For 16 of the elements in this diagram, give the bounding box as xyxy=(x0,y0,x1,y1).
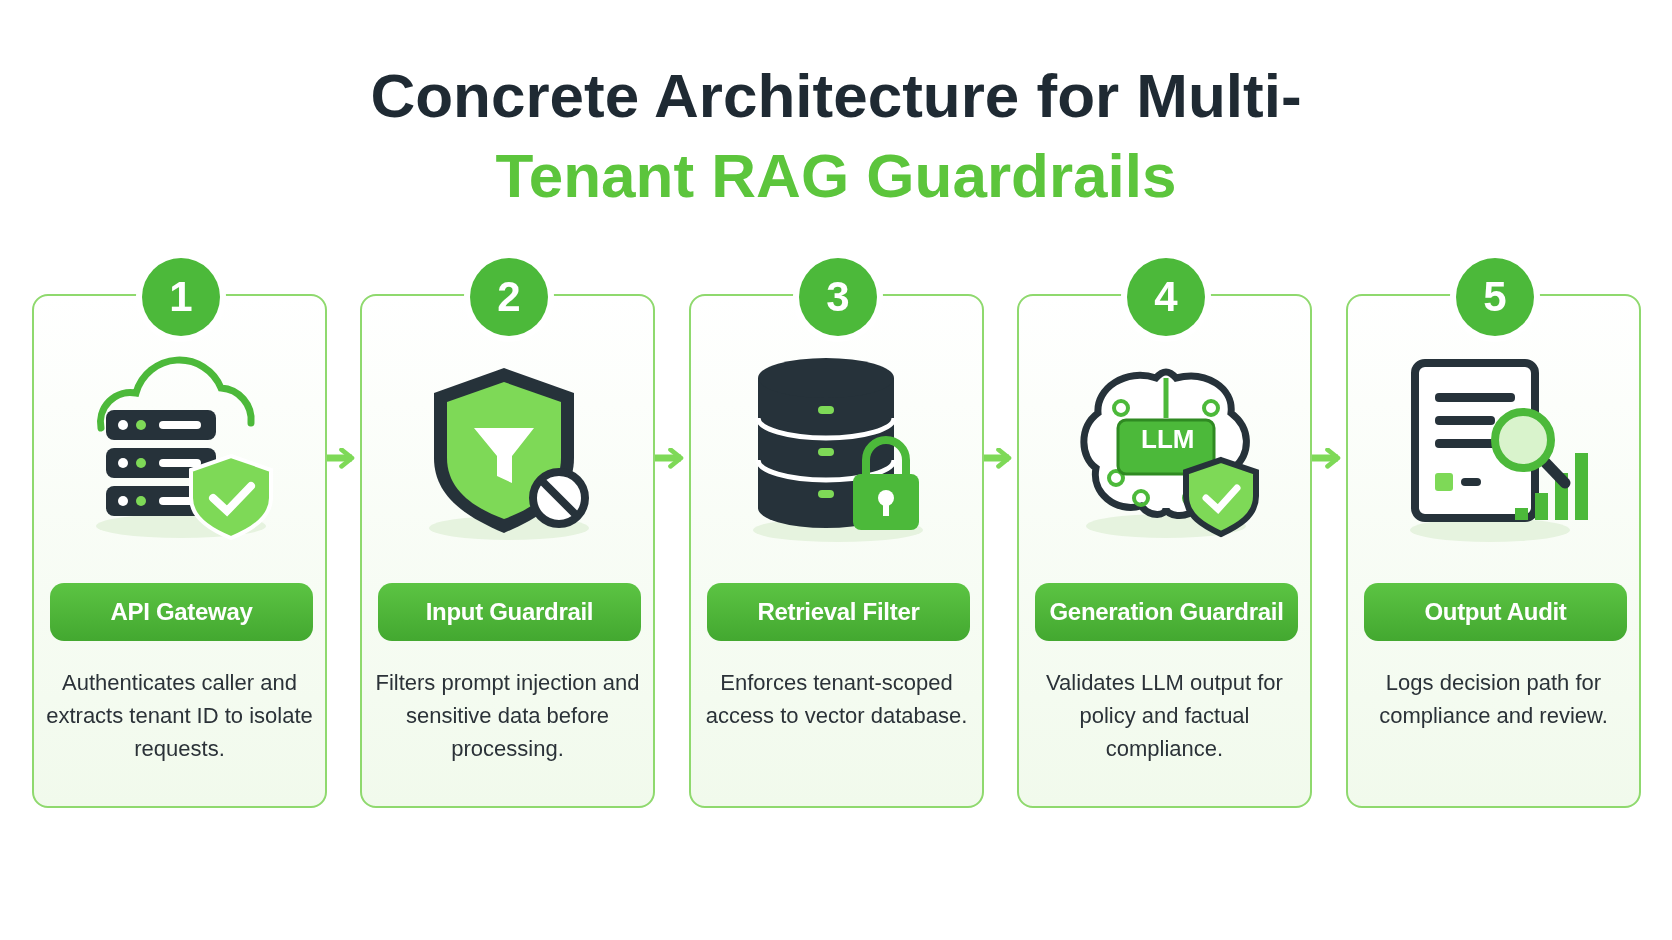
step-title: API Gateway xyxy=(50,583,313,641)
step-description: Filters prompt injection and sensitive data before processing. xyxy=(374,669,641,763)
arrow xyxy=(655,447,684,469)
step-description: Validates LLM output for policy and factual compliance. xyxy=(1045,669,1284,763)
step-description: Enforces tenant-scoped access to vector database. xyxy=(704,669,969,730)
arrow xyxy=(1312,447,1341,469)
title: Concrete Architecture for Multi-Tenant RAG Guardrails xyxy=(369,60,1303,212)
step-title: Input Guardrail xyxy=(378,583,641,641)
arrow xyxy=(327,447,355,469)
step-title: Generation Guardrail xyxy=(1035,583,1298,641)
chip-label: LLM xyxy=(1141,424,1195,455)
step-description: Logs decision path for compliance and review. xyxy=(1378,669,1609,730)
step-description: Authenticates caller and extracts tenant ID to isolate requests. xyxy=(45,669,314,763)
step-title: Retrieval Filter xyxy=(707,583,970,641)
arrow xyxy=(984,447,1012,469)
step-title: Output Audit xyxy=(1364,583,1627,641)
